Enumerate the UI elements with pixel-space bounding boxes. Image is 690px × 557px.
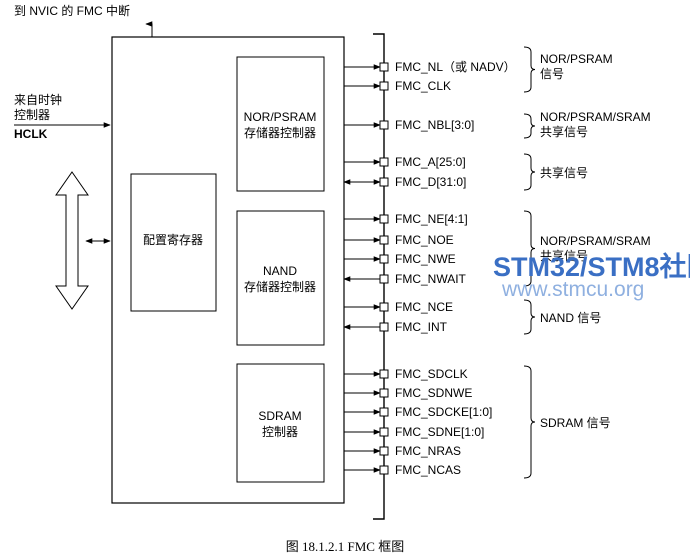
group-nor-psram-line2: 信号 xyxy=(540,67,564,81)
clock-source-line1: 来自时钟 xyxy=(14,92,62,107)
pin-box-clk xyxy=(379,81,389,91)
pin-box-nras xyxy=(379,446,389,456)
nor-controller-block xyxy=(236,56,325,192)
nand-controller-line2: 存储器控制器 xyxy=(244,279,316,294)
nor-controller-line1: NOR/PSRAM xyxy=(244,110,317,124)
pin-box-sdclk xyxy=(379,369,389,379)
pin-box-int xyxy=(379,322,389,332)
group-nor-psram-sram-line1: NOR/PSRAM/SRAM xyxy=(540,234,651,248)
signal-label-nce: FMC_NCE xyxy=(395,300,453,314)
watermark-url: www.stmcu.org xyxy=(501,278,644,301)
pin-box-nl xyxy=(379,62,389,72)
signal-label-nl: FMC_NL（或 NADV） xyxy=(395,60,516,74)
brace-nand xyxy=(523,299,536,335)
nand-controller-line1: NAND xyxy=(263,264,297,278)
group-nor-psram-sram-line2: 共享信号 xyxy=(540,248,588,263)
signal-label-sdclk: FMC_SDCLK xyxy=(395,367,468,381)
signal-label-clk: FMC_CLK xyxy=(395,79,451,93)
pin-box-nce xyxy=(379,302,389,312)
signal-label-noe: FMC_NOE xyxy=(395,233,454,247)
pin-box-nwait xyxy=(379,274,389,284)
bus-double-arrow xyxy=(55,171,89,310)
pin-box-d xyxy=(379,177,389,187)
signal-label-ncas: FMC_NCAS xyxy=(395,463,461,477)
brace-nor-psram-sram xyxy=(523,210,536,287)
signal-label-nbl: FMC_NBL[3:0] xyxy=(395,118,474,132)
signal-label-d: FMC_D[31:0] xyxy=(395,175,466,189)
brace-nor xyxy=(523,46,536,93)
signal-rows: FMC_NL（或 NADV） FMC_CLK FMC_NBL[3:0] FMC_A[2… xyxy=(343,60,516,477)
signal-label-nras: FMC_NRAS xyxy=(395,444,461,458)
figure-caption: 图 18.1.2.1 FMC 框图 xyxy=(286,539,404,554)
hclk-label: HCLK xyxy=(14,127,48,141)
group-nand-label: NAND 信号 xyxy=(540,311,601,325)
signal-label-a: FMC_A[25:0] xyxy=(395,155,466,169)
pin-box-sdne xyxy=(379,427,389,437)
signal-label-sdcke: FMC_SDCKE[1:0] xyxy=(395,405,492,419)
signal-label-nwait: FMC_NWAIT xyxy=(395,272,467,286)
group-braces xyxy=(523,46,536,479)
group-shared-label: 共享信号 xyxy=(540,165,588,180)
signal-label-ne: FMC_NE[4:1] xyxy=(395,212,468,226)
pin-box-sdcke xyxy=(379,407,389,417)
nand-controller-block xyxy=(236,210,325,346)
group-nor-psram-line1: NOR/PSRAM xyxy=(540,52,613,66)
group-shared-sram-line1: NOR/PSRAM/SRAM xyxy=(540,110,651,124)
interrupt-label: 到 NVIC 的 FMC 中断 xyxy=(14,3,130,18)
signal-label-int: FMC_INT xyxy=(395,320,448,334)
pin-box-nbl xyxy=(379,120,389,130)
brace-sdram xyxy=(523,365,536,479)
brace-shared-sram xyxy=(523,113,536,139)
pin-box-noe xyxy=(379,235,389,245)
brace-shared xyxy=(523,153,536,191)
pin-box-ncas xyxy=(379,465,389,475)
config-register-block xyxy=(130,173,217,312)
group-sdram-label: SDRAM 信号 xyxy=(540,416,611,430)
config-register-label: 配置寄存器 xyxy=(143,232,203,247)
sdram-controller-block xyxy=(236,363,325,483)
group-shared-sram-line2: 共享信号 xyxy=(540,124,588,139)
nor-controller-line2: 存储器控制器 xyxy=(244,125,316,140)
pin-box-a xyxy=(379,157,389,167)
signal-label-sdne: FMC_SDNE[1:0] xyxy=(395,425,484,439)
clock-source-line2: 控制器 xyxy=(14,108,50,122)
interrupt-arrow xyxy=(145,21,153,37)
sdram-controller-line2: 控制器 xyxy=(262,425,298,439)
pin-box-nwe xyxy=(379,254,389,264)
signal-label-sdnwe: FMC_SDNWE xyxy=(395,386,472,400)
signal-label-nwe: FMC_NWE xyxy=(395,252,456,266)
pin-box-ne xyxy=(379,214,389,224)
watermark-logo: STM32/STM8社区 xyxy=(493,251,690,282)
pin-box-sdnwe xyxy=(379,388,389,398)
sdram-controller-line1: SDRAM xyxy=(258,409,301,423)
